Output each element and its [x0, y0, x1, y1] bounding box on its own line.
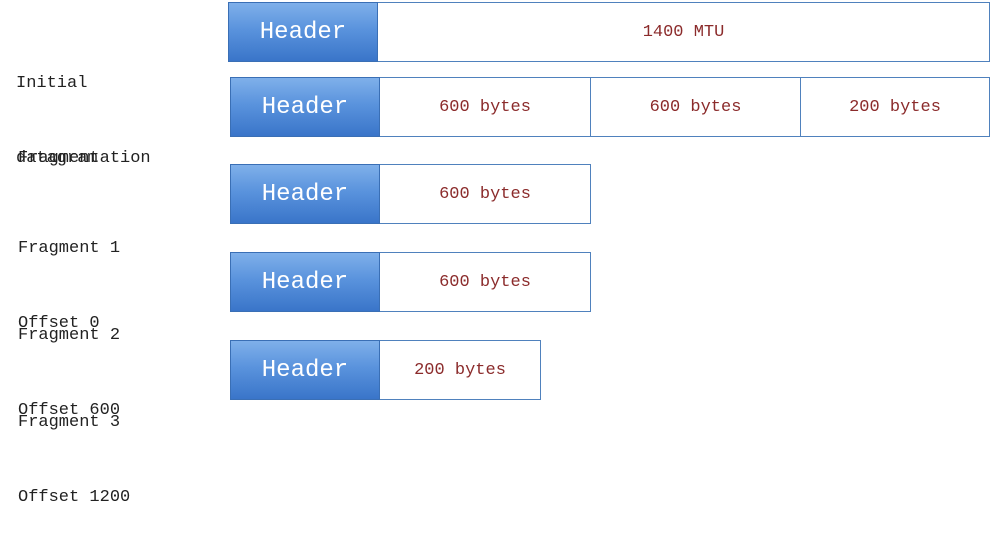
label-line: Initial	[16, 74, 88, 93]
payload-block: 600 bytes	[591, 77, 801, 137]
row-label-initial: Initial datagram	[16, 21, 98, 196]
payload-block: 200 bytes	[801, 77, 990, 137]
datagram-fragment-1: Header 600 bytes	[230, 164, 591, 224]
header-block: Header	[228, 2, 378, 62]
header-block: Header	[230, 340, 380, 400]
row-label-fragment-1: Fragment 1 Offset 0	[18, 186, 120, 361]
payload-block: 200 bytes	[380, 340, 541, 400]
row-label-fragmentation: Fragmentation	[18, 96, 151, 196]
datagram-fragmentation: Header 600 bytes 600 bytes 200 bytes	[230, 77, 990, 137]
label-line: Fragment 3	[18, 413, 121, 432]
payload-block: 600 bytes	[380, 77, 591, 137]
header-block: Header	[230, 77, 380, 137]
payload-block: 1400 MTU	[378, 2, 990, 62]
header-block: Header	[230, 164, 380, 224]
label-line: Fragment 1	[18, 239, 121, 258]
row-label-fragment-3: Fragment 3 Offset 1200	[18, 360, 130, 535]
payload-block: 600 bytes	[380, 164, 591, 224]
label-line: Offset 1200	[18, 488, 131, 507]
payload-block: 600 bytes	[380, 252, 591, 312]
label-line: Fragment 2	[18, 326, 121, 345]
label-line: Offset 0	[18, 314, 100, 333]
datagram-initial: Header 1400 MTU	[228, 2, 990, 62]
label-line: datagram	[16, 149, 98, 168]
header-block: Header	[230, 252, 380, 312]
label-line: Fragmentation	[18, 149, 151, 168]
datagram-fragment-3: Header 200 bytes	[230, 340, 541, 400]
datagram-fragment-2: Header 600 bytes	[230, 252, 591, 312]
